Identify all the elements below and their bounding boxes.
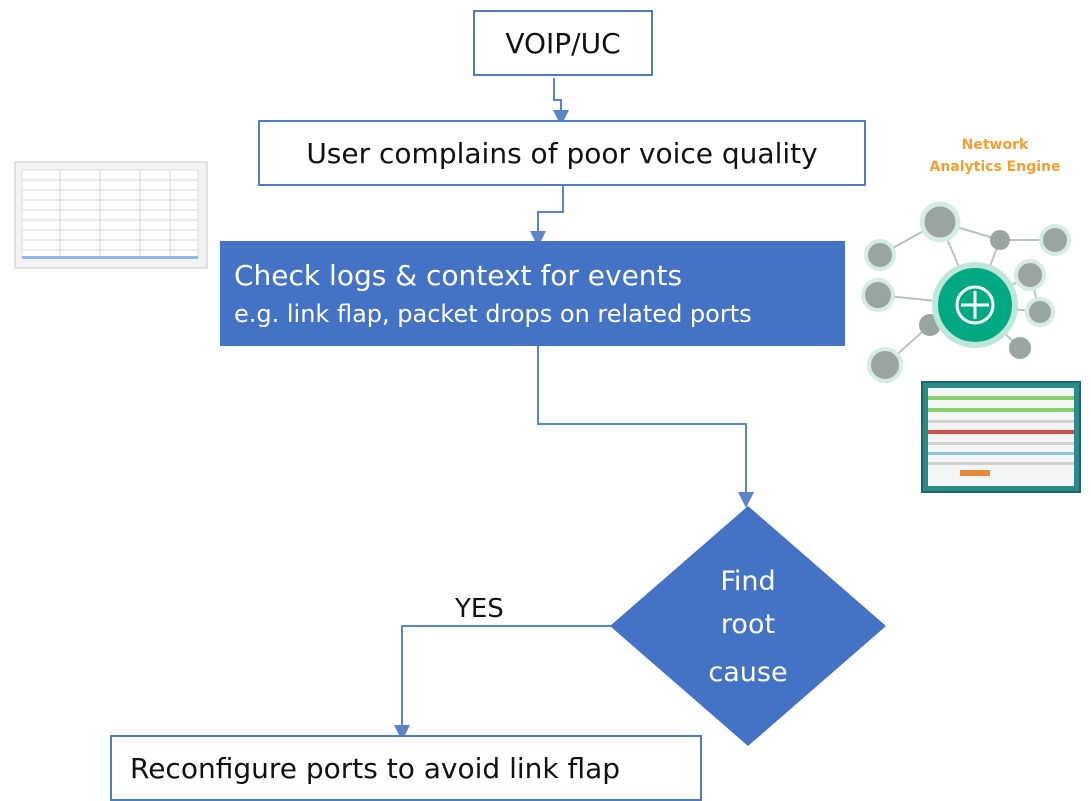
node-voip-uc: VOIP/UC [473, 10, 653, 76]
network-analytics-graph [861, 201, 1071, 383]
connector-decision-reconfigure [394, 625, 612, 741]
node-voip-uc-label: VOIP/UC [505, 26, 621, 60]
node-check-logs: Check logs & context for events e.g. lin… [220, 241, 845, 346]
node-reconfigure-ports-label: Reconfigure ports to avoid link flap [130, 751, 621, 785]
node-check-logs-subtitle: e.g. link flap, packet drops on related … [234, 299, 752, 328]
log-table-thumbnail [14, 161, 208, 269]
decision-label-root: root [720, 609, 776, 640]
nae-title-line2: Analytics Engine [929, 159, 1061, 175]
node-user-complaint-label: User complains of poor voice quality [306, 136, 818, 170]
dashboard-thumbnail [921, 381, 1081, 493]
edge-label-yes: YES [455, 594, 504, 624]
connector-complaint-check [530, 186, 564, 247]
nae-title-line1: Network [961, 137, 1029, 153]
connector-check-decision [537, 346, 754, 508]
node-user-complaint: User complains of poor voice quality [258, 120, 866, 186]
decision-label-cause: cause [708, 657, 788, 688]
network-analytics-engine-title: Network Analytics Engine [905, 134, 1085, 178]
node-reconfigure-ports: Reconfigure ports to avoid link flap [110, 735, 702, 801]
node-check-logs-title: Check logs & context for events [234, 258, 683, 292]
decision-diamond [610, 506, 886, 746]
connector-voip-complaint [553, 78, 569, 126]
decision-label-find: Find [720, 566, 776, 597]
